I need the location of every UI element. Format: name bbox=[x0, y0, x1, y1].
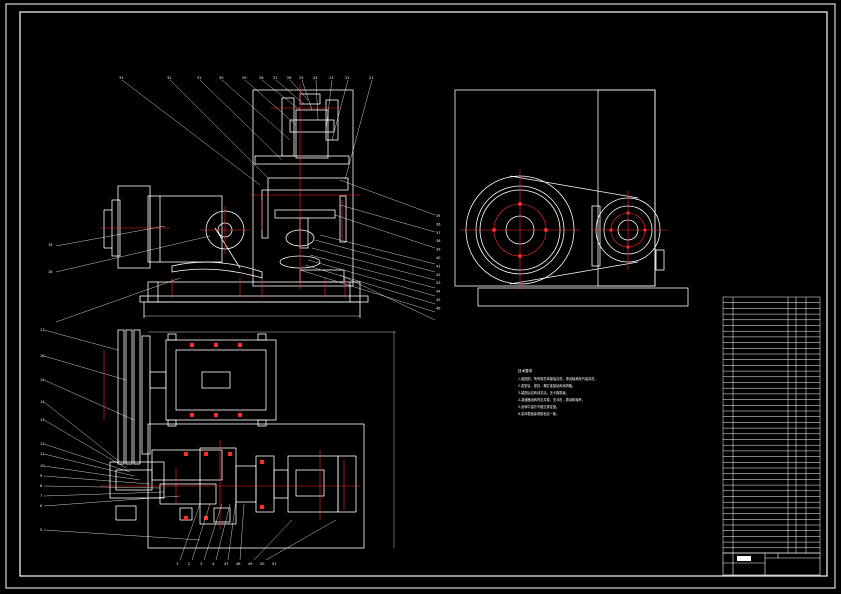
balloon-plan-bottom-4: 4 bbox=[212, 562, 215, 566]
plan-leaders bbox=[43, 329, 337, 561]
balloon-plan-left-13: 13 bbox=[40, 418, 44, 422]
plan-view-red-marks bbox=[184, 343, 264, 520]
technical-requirements-title: 技术要求 bbox=[518, 369, 533, 373]
balloon-plan-left-7: 7 bbox=[40, 494, 42, 498]
balloon-front-top-21: 21 bbox=[369, 76, 373, 80]
balloon-front-left-19: 19 bbox=[48, 243, 52, 247]
balloon-plan-bottom-47: 47 bbox=[224, 562, 228, 566]
front-view bbox=[103, 89, 369, 318]
balloon-front-top-31: 31 bbox=[197, 76, 201, 80]
balloon-plan-left-14: 14 bbox=[40, 400, 45, 404]
balloon-front-right-40: 40 bbox=[436, 256, 440, 260]
balloon-front-top-25: 25 bbox=[299, 76, 303, 80]
balloon-front-top-30: 30 bbox=[219, 76, 223, 80]
balloon-front-right-46: 46 bbox=[436, 306, 440, 310]
requirement-3: 3.装配后应转动灵活，无卡阻现象。 bbox=[518, 391, 569, 395]
balloon-front-top-32: 32 bbox=[167, 76, 171, 80]
balloon-front-top-33: 33 bbox=[119, 76, 123, 80]
balloon-front-right-37: 37 bbox=[436, 231, 440, 235]
front-view-centerlines bbox=[100, 84, 360, 298]
inner-frame bbox=[19, 11, 828, 577]
balloon-front-right-43: 43 bbox=[436, 281, 440, 285]
balloon-front-top-26: 26 bbox=[287, 76, 291, 80]
balloon-front-right-44: 44 bbox=[436, 290, 441, 294]
requirement-5: 5.运转中温升不超过规定值。 bbox=[518, 405, 560, 409]
front-leaders bbox=[55, 79, 436, 323]
requirement-2: 2.各配合、密封、螺钉连接处用润滑脂。 bbox=[518, 384, 576, 388]
balloon-plan-left-11: 11 bbox=[40, 452, 44, 456]
balloon-front-top-22: 22 bbox=[345, 76, 349, 80]
balloon-plan-bottom-51: 51 bbox=[272, 562, 276, 566]
balloon-plan-bottom-48: 48 bbox=[236, 562, 240, 566]
balloon-front-right-39: 39 bbox=[436, 248, 440, 252]
balloon-plan-left-10: 10 bbox=[40, 464, 44, 468]
balloon-plan-bottom-1: 1 bbox=[176, 562, 178, 566]
balloon-front-right-45: 45 bbox=[436, 298, 440, 302]
balloon-front-right-41: 41 bbox=[436, 264, 440, 268]
balloon-front-top-28: 28 bbox=[259, 76, 263, 80]
balloon-plan-left-9: 9 bbox=[40, 474, 42, 478]
balloon-plan-bottom-3: 3 bbox=[200, 562, 202, 566]
side-view-holes bbox=[492, 202, 647, 258]
balloon-plan-left-8: 8 bbox=[40, 484, 42, 488]
balloon-plan-left-16: 16 bbox=[40, 354, 44, 358]
balloon-plan-bottom-49: 49 bbox=[248, 562, 252, 566]
requirement-4: 4.减速器运转时应平稳，无冲击，振动和噪声。 bbox=[518, 398, 585, 402]
plan-view bbox=[109, 329, 396, 549]
plan-view-centerlines bbox=[100, 350, 360, 530]
requirement-6: 6.泵体表面涂漆颜色应一致。 bbox=[518, 412, 560, 416]
balloon-front-right-36: 36 bbox=[436, 222, 440, 226]
balloon-plan-left-5: 5 bbox=[40, 528, 42, 532]
title-block bbox=[722, 552, 821, 576]
balloon-front-right-42: 42 bbox=[436, 273, 440, 277]
balloon-front-right-35: 35 bbox=[436, 214, 440, 218]
balloon-front-top-29: 29 bbox=[242, 76, 246, 80]
balloon-plan-bottom-2: 2 bbox=[188, 562, 190, 566]
balloon-plan-left-12: 12 bbox=[40, 442, 44, 446]
requirement-1: 1.装配前，所有零件用煤油清洗，滚动轴承用汽油清洗。 bbox=[518, 377, 598, 381]
balloon-plan-left-15: 15 bbox=[40, 378, 44, 382]
balloon-front-top-24: 24 bbox=[313, 76, 318, 80]
balloon-front-top-23: 23 bbox=[329, 76, 333, 80]
parts-list bbox=[722, 296, 821, 554]
balloon-front-right-38: 38 bbox=[436, 239, 440, 243]
technical-requirements: 技术要求 1.装配前，所有零件用煤油清洗，滚动轴承用汽油清洗。 2.各配合、密封… bbox=[518, 368, 628, 418]
balloon-plan-left-6: 6 bbox=[40, 504, 42, 508]
outer-frame bbox=[5, 3, 836, 589]
balloon-front-top-27: 27 bbox=[273, 76, 277, 80]
balloon-front-left-18: 18 bbox=[48, 270, 52, 274]
balloon-plan-left-17: 17 bbox=[40, 328, 44, 332]
balloon-plan-bottom-50: 50 bbox=[260, 562, 264, 566]
